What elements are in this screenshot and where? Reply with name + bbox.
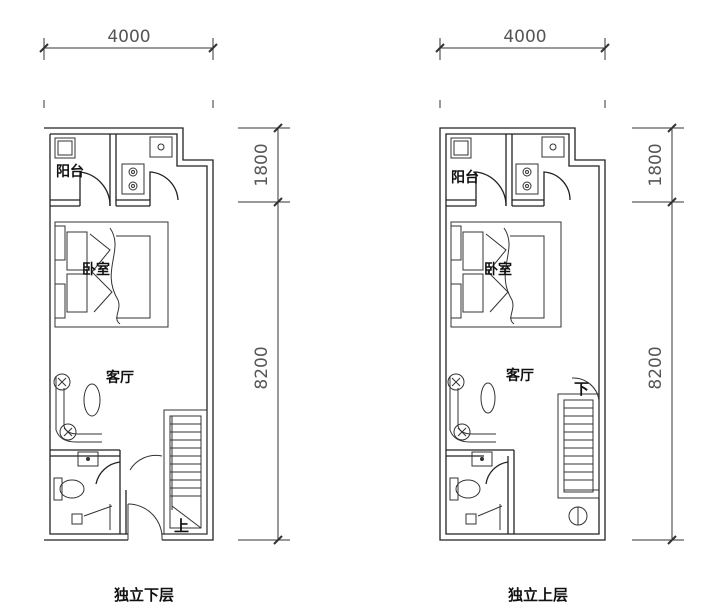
coffee-table-icon xyxy=(480,382,496,414)
stairs xyxy=(557,377,600,499)
bed-icon xyxy=(54,221,169,328)
exterior-walls xyxy=(439,127,606,541)
stove-icon xyxy=(515,163,539,195)
stove-icon xyxy=(121,163,145,195)
stairs xyxy=(163,409,208,535)
upper-partitions xyxy=(50,134,179,207)
floor-drain-icon xyxy=(568,506,588,526)
bed-icon xyxy=(450,221,562,328)
living-label: 客厅 xyxy=(505,367,534,384)
shower-icon xyxy=(465,504,503,530)
dimension-height xyxy=(632,123,684,545)
width-label: 4000 xyxy=(503,27,546,47)
toilet-icon xyxy=(53,477,85,501)
plan-lower-floor: 4000 1800 8200 xyxy=(39,27,290,604)
width-label: 4000 xyxy=(107,27,150,47)
sofa-icon xyxy=(53,373,102,443)
sink-icon xyxy=(541,136,565,158)
bathroom-walls xyxy=(50,449,127,534)
dimension-width xyxy=(435,38,610,108)
plan-caption: 独立下层 xyxy=(114,586,174,604)
stair-label: 上 xyxy=(174,517,189,535)
plan-upper-floor: 4000 1800 8200 xyxy=(435,27,684,604)
height-top-label: 1800 xyxy=(252,143,272,186)
entrance-door xyxy=(127,454,163,541)
living-label: 客厅 xyxy=(105,369,134,386)
bedroom-label: 卧室 xyxy=(484,261,512,278)
sink-icon xyxy=(149,136,173,158)
height-bottom-label: 8200 xyxy=(252,346,272,389)
coffee-table-icon xyxy=(83,383,101,417)
balcony-label: 阳台 xyxy=(451,169,479,186)
washer-icon xyxy=(54,137,76,159)
stair-label: 下 xyxy=(574,380,589,398)
dimension-width xyxy=(39,38,218,108)
sofa-icon xyxy=(447,373,496,443)
dimension-height xyxy=(238,123,290,545)
shower-icon xyxy=(71,504,113,530)
toilet-icon xyxy=(449,477,481,501)
upper-partitions xyxy=(446,134,571,207)
bath-sink-icon xyxy=(471,451,493,467)
bathroom-walls xyxy=(446,449,515,534)
height-bottom-label: 8200 xyxy=(646,346,666,389)
bath-sink-icon xyxy=(77,451,99,467)
washer-icon xyxy=(450,137,472,159)
plan-caption: 独立上层 xyxy=(508,586,568,604)
exterior-walls xyxy=(44,127,214,541)
balcony-label: 阳台 xyxy=(56,163,84,180)
height-top-label: 1800 xyxy=(646,143,666,186)
bedroom-label: 卧室 xyxy=(82,261,110,278)
